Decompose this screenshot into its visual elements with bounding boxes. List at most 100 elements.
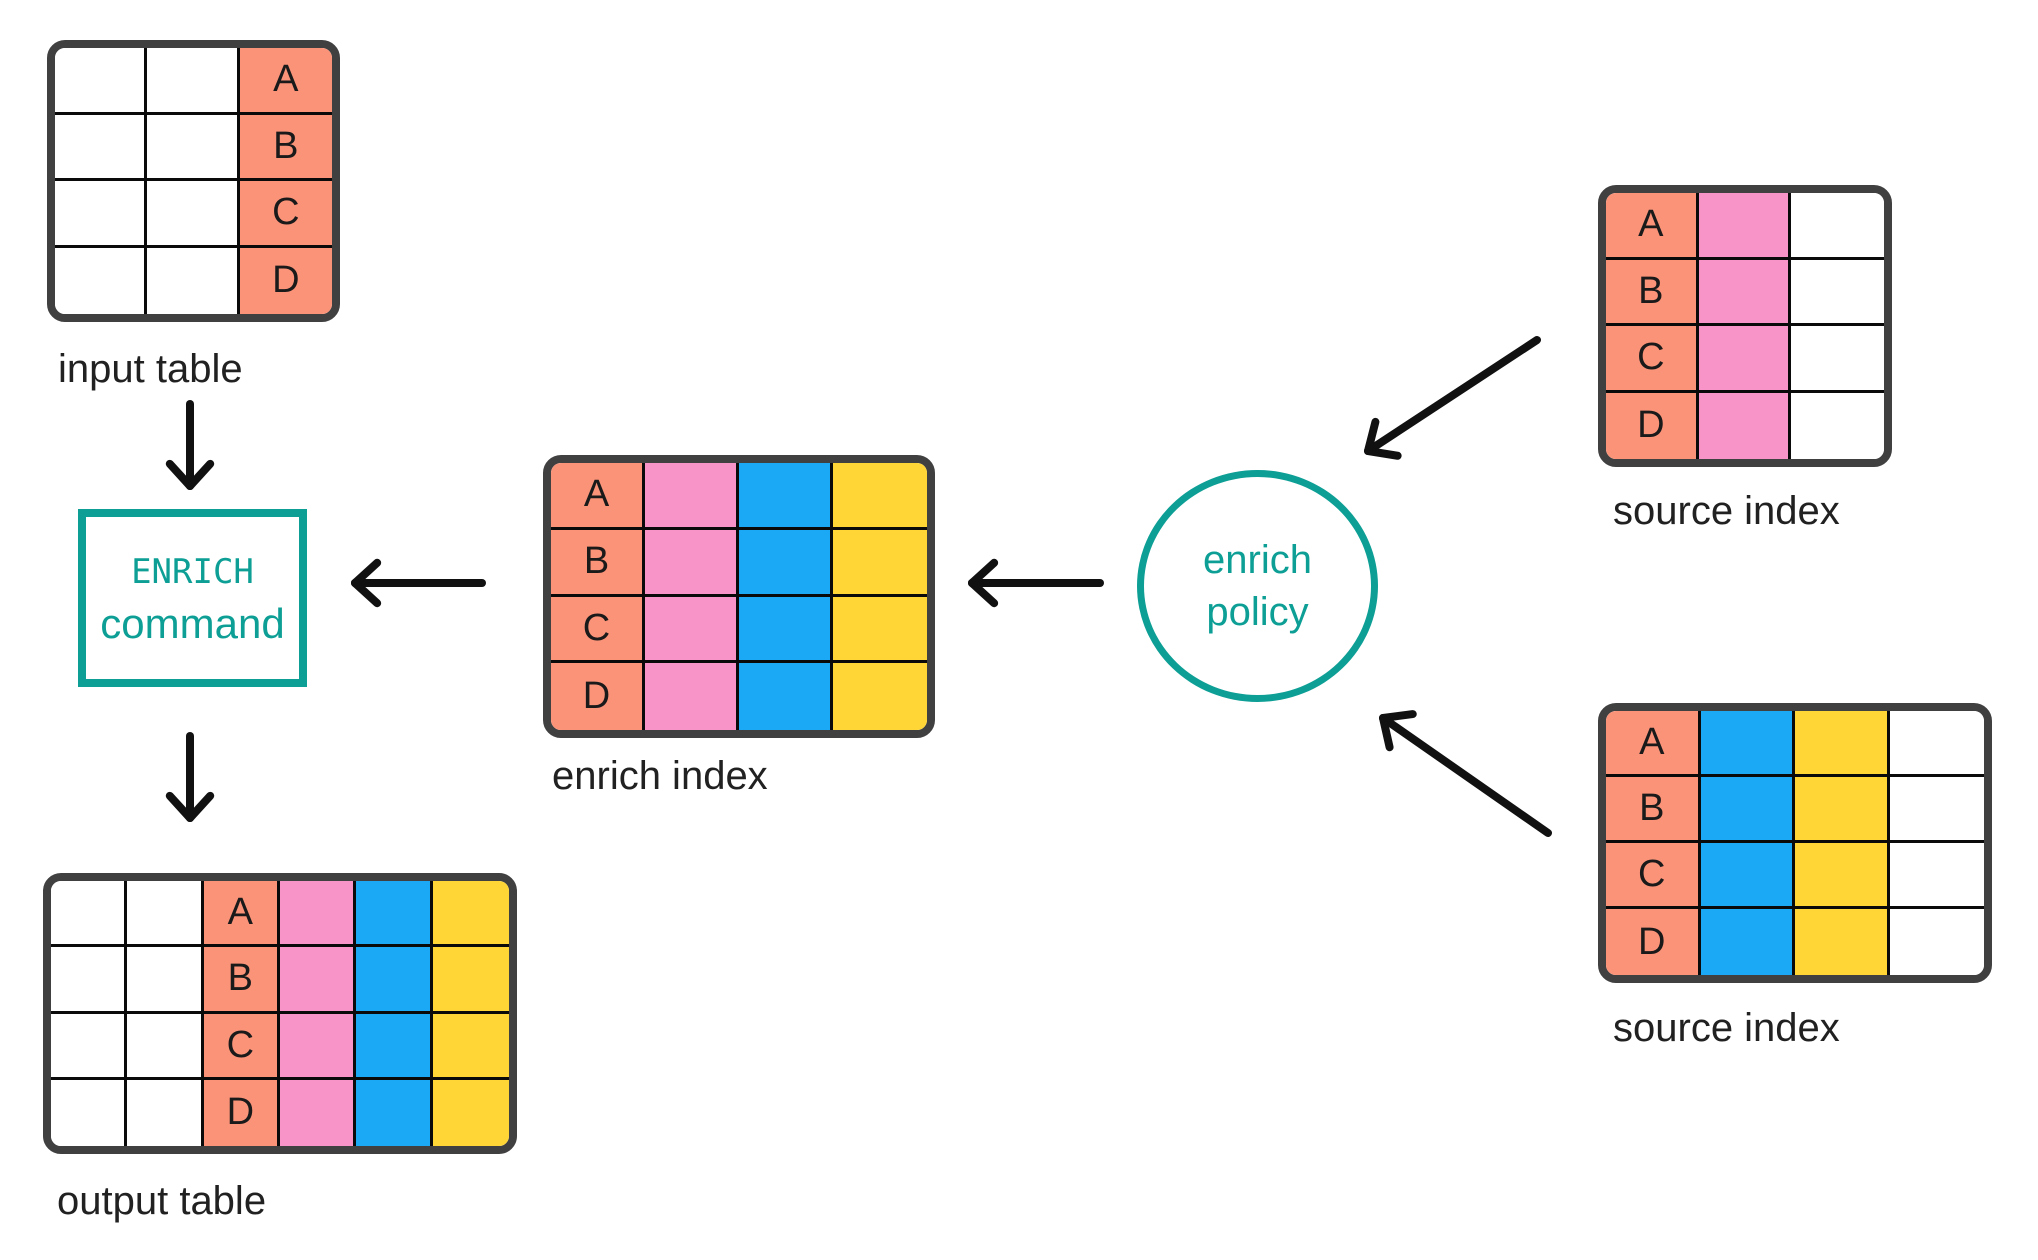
source-top-table-cell-match: A bbox=[1606, 193, 1699, 260]
input-table-cell-blank bbox=[55, 181, 148, 248]
enrich-policy-circle: enrich policy bbox=[1137, 470, 1378, 702]
source-top-table-cell-blank bbox=[1791, 392, 1884, 459]
source-top-table-cell-match: D bbox=[1606, 392, 1699, 459]
output-table-cell-match: C bbox=[203, 1013, 280, 1080]
arrow-policy-to-index bbox=[968, 558, 1104, 608]
enrich-command-word: command bbox=[100, 600, 285, 647]
arrow-command-to-output bbox=[165, 732, 215, 822]
enrich-index-table-cell-pink bbox=[645, 663, 739, 730]
output-table-cell-blank bbox=[51, 1079, 128, 1146]
source-top-table-cell-blank bbox=[1791, 259, 1884, 326]
source-bottom-table-cell-yellow bbox=[1795, 843, 1890, 909]
output-table-cell-match: A bbox=[203, 881, 280, 948]
enrich-command-box: ENRICH command bbox=[78, 509, 307, 687]
enrich-index-table-cell-yellow bbox=[833, 596, 927, 664]
enrich-index-table-cell-blue bbox=[739, 663, 833, 730]
enrich-command-keyword: ENRICH bbox=[131, 552, 254, 592]
source-bottom-table-cell-yellow bbox=[1795, 777, 1890, 843]
source-bottom-table-cell-blank bbox=[1889, 711, 1984, 777]
source-index-top-label: source index bbox=[1613, 489, 1840, 533]
source-top-table-cell-pink bbox=[1698, 259, 1792, 326]
input-table-cell-match: A bbox=[239, 48, 332, 115]
enrich-index-table-cell-pink bbox=[645, 463, 739, 530]
source-bottom-table-cell-match: A bbox=[1606, 711, 1701, 777]
source-index-bottom-label: source index bbox=[1613, 1006, 1840, 1050]
input-table-cell-blank bbox=[55, 247, 148, 314]
input-table-cell-match: B bbox=[239, 114, 332, 181]
source-bottom-table-cell-match: B bbox=[1606, 777, 1701, 843]
output-table-cell-blank bbox=[51, 881, 128, 948]
enrich-index-table-cell-pink bbox=[645, 529, 739, 597]
output-table-cell-pink bbox=[280, 947, 357, 1014]
source-bottom-table-cell-yellow bbox=[1795, 909, 1890, 975]
source-bottom-table-cell-blue bbox=[1700, 711, 1795, 777]
output-table-cell-blue bbox=[356, 881, 433, 948]
output-table-cell-yellow bbox=[432, 1079, 509, 1146]
source-top-table-cell-pink bbox=[1698, 193, 1792, 260]
output-table-cell-blue bbox=[356, 1013, 433, 1080]
source-bottom-table-cell-blue bbox=[1700, 777, 1795, 843]
source-top-table-cell-pink bbox=[1698, 326, 1792, 393]
source-bottom-table-cell-blank bbox=[1889, 909, 1984, 975]
enrich-policy-word-2: policy bbox=[1206, 590, 1309, 634]
output-table-cell-pink bbox=[280, 1079, 357, 1146]
arrow-index-to-command bbox=[351, 558, 486, 608]
source-bottom-table-cell-blue bbox=[1700, 843, 1795, 909]
output-table-cell-yellow bbox=[432, 1013, 509, 1080]
input-table-cell-blank bbox=[147, 48, 240, 115]
enrich-index-table-cell-match: D bbox=[551, 663, 645, 730]
output-table-cell-blank bbox=[51, 947, 128, 1014]
arrow-input-to-command bbox=[165, 400, 215, 490]
source-top-table-cell-match: B bbox=[1606, 259, 1699, 326]
enrich-policy-word-1: enrich bbox=[1203, 538, 1312, 582]
enrich-index-table-cell-match: B bbox=[551, 529, 645, 597]
input-table-cell-match: C bbox=[239, 181, 332, 248]
source-top-table-cell-pink bbox=[1698, 392, 1792, 459]
output-table-cell-pink bbox=[280, 1013, 357, 1080]
source-bottom-table-cell-blank bbox=[1889, 843, 1984, 909]
input-table-cell-blank bbox=[55, 48, 148, 115]
source-bottom-table-cell-yellow bbox=[1795, 711, 1890, 777]
enrich-index-table-cell-pink bbox=[645, 596, 739, 664]
output-table-cell-blank bbox=[127, 1013, 204, 1080]
output-table-cell-pink bbox=[280, 881, 357, 948]
input-table-cell-blank bbox=[147, 247, 240, 314]
output-table-cell-blue bbox=[356, 1079, 433, 1146]
input-table-cell-blank bbox=[55, 114, 148, 181]
enrich-index-table-cell-match: A bbox=[551, 463, 645, 530]
enrich-index-table-cell-blue bbox=[739, 529, 833, 597]
enrich-index-table-cell-blue bbox=[739, 463, 833, 530]
output-table-cell-blank bbox=[127, 947, 204, 1014]
enrich-index-table-cell-match: C bbox=[551, 596, 645, 664]
arrow-source-top-to-policy bbox=[1364, 336, 1541, 460]
enrich-index-table-cell-blue bbox=[739, 596, 833, 664]
output-table-cell-match: B bbox=[203, 947, 280, 1014]
arrow-source-bottom-to-policy bbox=[1379, 710, 1552, 837]
source-bottom-table-cell-match: D bbox=[1606, 909, 1701, 975]
source-bottom-table-cell-blank bbox=[1889, 777, 1984, 843]
source-bottom-table-cell-blue bbox=[1700, 909, 1795, 975]
enrich-index-table-cell-yellow bbox=[833, 529, 927, 597]
output-table-cell-blue bbox=[356, 947, 433, 1014]
input-table-cell-blank bbox=[147, 181, 240, 248]
enrich-index-table-cell-yellow bbox=[833, 663, 927, 730]
input-table-label: input table bbox=[58, 347, 243, 391]
enrich-index-table-cell-yellow bbox=[833, 463, 927, 530]
output-table-label: output table bbox=[57, 1179, 267, 1223]
source-bottom-table-cell-match: C bbox=[1606, 843, 1701, 909]
output-table-cell-blank bbox=[51, 1013, 128, 1080]
source-top-table-cell-blank bbox=[1791, 193, 1884, 260]
output-table-cell-yellow bbox=[432, 881, 509, 948]
output-table-cell-blank bbox=[127, 881, 204, 948]
enrich-index-label: enrich index bbox=[552, 754, 768, 798]
output-table-cell-yellow bbox=[432, 947, 509, 1014]
input-table-cell-match: D bbox=[239, 247, 332, 314]
input-table-cell-blank bbox=[147, 114, 240, 181]
source-top-table-cell-blank bbox=[1791, 326, 1884, 393]
